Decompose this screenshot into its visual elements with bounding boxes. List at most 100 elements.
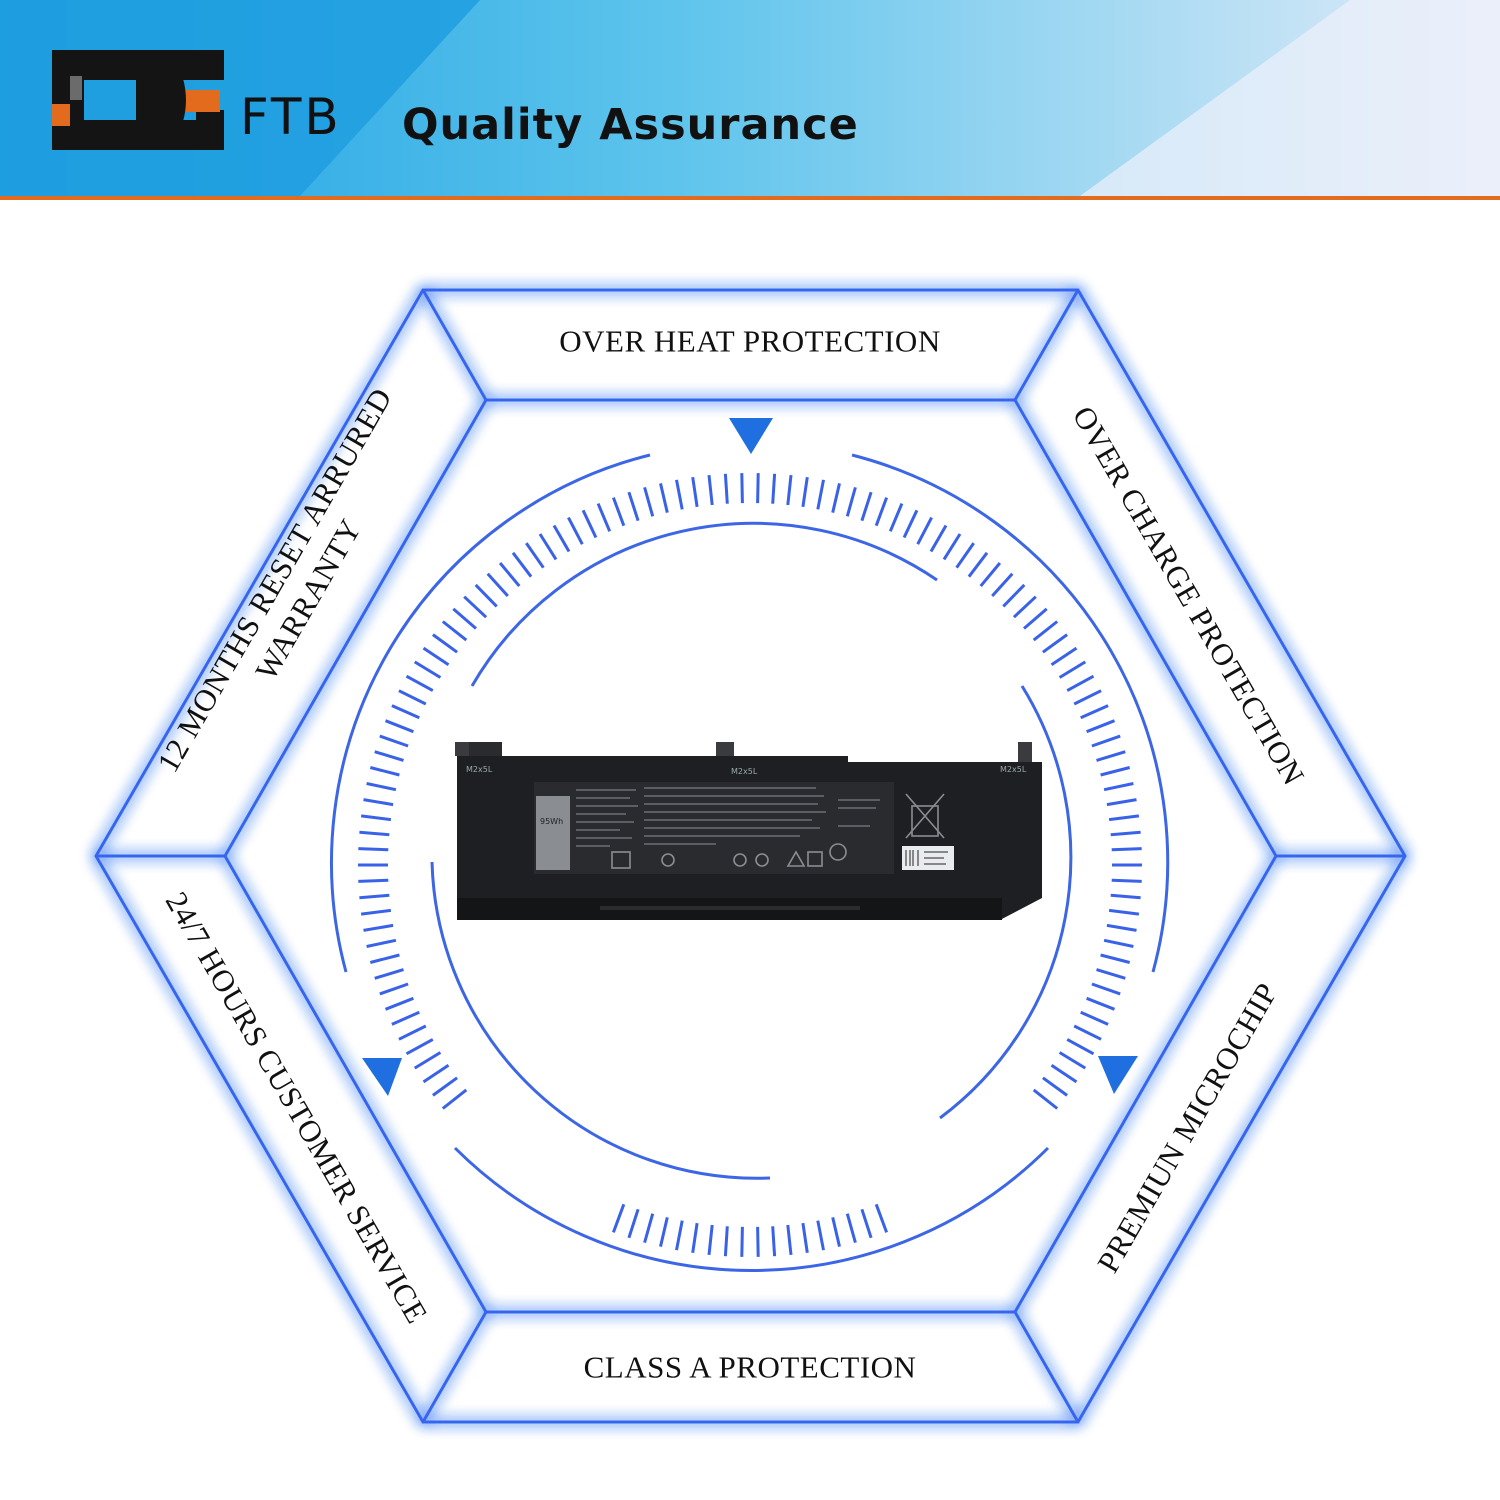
tick-mark — [627, 1208, 640, 1239]
tick-mark — [942, 533, 962, 561]
battery-capacity: 95Wh — [540, 817, 563, 826]
tick-mark — [538, 533, 558, 561]
screw-label-left: M2x5L — [466, 765, 493, 774]
tick-mark — [398, 1024, 427, 1041]
feature-hexagon-diagram: M2x5L M2x5L M2x5L 95Wh — [94, 288, 1407, 1424]
tick-mark — [1096, 750, 1126, 762]
tick-mark — [771, 473, 777, 504]
tick-mark — [1066, 1038, 1095, 1056]
tick-mark — [1058, 1051, 1087, 1070]
tick-mark — [643, 1213, 655, 1244]
tick-mark — [1080, 704, 1109, 720]
tick-mark — [363, 798, 394, 807]
tick-mark — [366, 938, 397, 948]
tick-mark — [816, 479, 825, 510]
tick-mark — [1111, 878, 1142, 883]
brand-name: FTB — [240, 88, 342, 146]
tick-mark — [1050, 646, 1078, 666]
tick-mark — [359, 893, 390, 900]
tick-mark — [1108, 814, 1140, 822]
tick-mark — [452, 607, 477, 630]
tick-mark — [360, 814, 392, 822]
tick-mark — [902, 509, 919, 539]
tick-ring — [358, 473, 1142, 1257]
tick-mark — [1012, 595, 1037, 619]
tick-mark — [691, 1222, 699, 1254]
tick-mark — [675, 1220, 684, 1251]
tick-mark — [1066, 674, 1095, 692]
tick-mark — [979, 562, 1002, 588]
tick-mark — [366, 782, 397, 792]
tick-mark — [659, 483, 669, 513]
tick-mark — [1106, 923, 1137, 932]
hexagon-frame-lines — [94, 289, 1407, 1423]
tick-mark — [552, 524, 571, 553]
tick-mark — [1002, 583, 1026, 608]
tick-mark — [1042, 1076, 1068, 1097]
tick-mark — [1100, 766, 1131, 777]
tick-mark — [801, 1222, 809, 1254]
triangle-marker-right — [1098, 1056, 1138, 1094]
tick-mark — [845, 486, 857, 517]
tick-mark — [1058, 660, 1087, 679]
tick-mark — [1032, 1088, 1059, 1110]
header-divider — [0, 196, 1500, 200]
tick-mark — [1086, 719, 1116, 734]
tick-mark — [1108, 908, 1140, 916]
tick-mark — [581, 509, 598, 539]
tick-mark — [379, 982, 409, 996]
tick-mark — [967, 551, 989, 578]
tick-mark — [369, 766, 400, 777]
tick-mark — [916, 516, 933, 545]
tick-mark — [463, 595, 488, 619]
tick-mark — [374, 968, 404, 980]
tick-mark — [486, 572, 509, 598]
tick-mark — [1042, 633, 1068, 654]
tick-mark — [831, 1217, 841, 1247]
tick-mark — [1073, 689, 1102, 706]
feature-class-a-protection: CLASS A PROTECTION — [583, 1349, 917, 1385]
header-banner: DG — [0, 0, 1500, 196]
tick-mark — [786, 1224, 793, 1256]
tick-mark — [422, 646, 450, 666]
tick-mark — [1110, 893, 1141, 900]
tick-mark — [611, 1203, 626, 1233]
tick-mark — [405, 674, 434, 692]
screw-label-center: M2x5L — [731, 767, 758, 776]
tick-mark — [398, 689, 427, 706]
outer-arcs — [330, 453, 1170, 1272]
tick-mark — [1103, 938, 1134, 948]
tick-mark — [611, 497, 626, 527]
tick-mark — [627, 491, 640, 522]
tick-mark — [1091, 734, 1121, 748]
tick-mark — [1080, 1010, 1109, 1026]
tick-mark — [359, 830, 390, 837]
tick-mark — [1096, 968, 1126, 980]
tick-mark — [567, 516, 584, 545]
tick-mark — [801, 476, 809, 508]
tick-mark — [358, 847, 389, 852]
tick-mark — [413, 1051, 442, 1070]
tick-mark — [474, 583, 498, 608]
tick-mark — [643, 486, 655, 517]
tick-mark — [432, 633, 458, 654]
tick-mark — [756, 473, 760, 504]
tick-mark — [771, 1226, 777, 1257]
tick-mark — [1050, 1064, 1078, 1084]
tick-mark — [740, 473, 744, 504]
triangle-markers — [362, 418, 1138, 1096]
tick-mark — [379, 734, 409, 748]
tick-mark — [511, 551, 533, 578]
tick-mark — [422, 1064, 450, 1084]
tick-mark — [1086, 996, 1116, 1011]
tick-mark — [525, 542, 545, 569]
tick-mark — [929, 524, 948, 553]
tick-mark — [860, 1208, 873, 1239]
triangle-marker-top — [729, 418, 773, 454]
tick-mark — [786, 474, 793, 506]
tick-mark — [707, 1224, 714, 1256]
tick-mark — [1100, 953, 1131, 964]
tick-mark — [845, 1213, 857, 1244]
tick-mark — [358, 878, 389, 883]
tick-mark — [831, 483, 841, 513]
